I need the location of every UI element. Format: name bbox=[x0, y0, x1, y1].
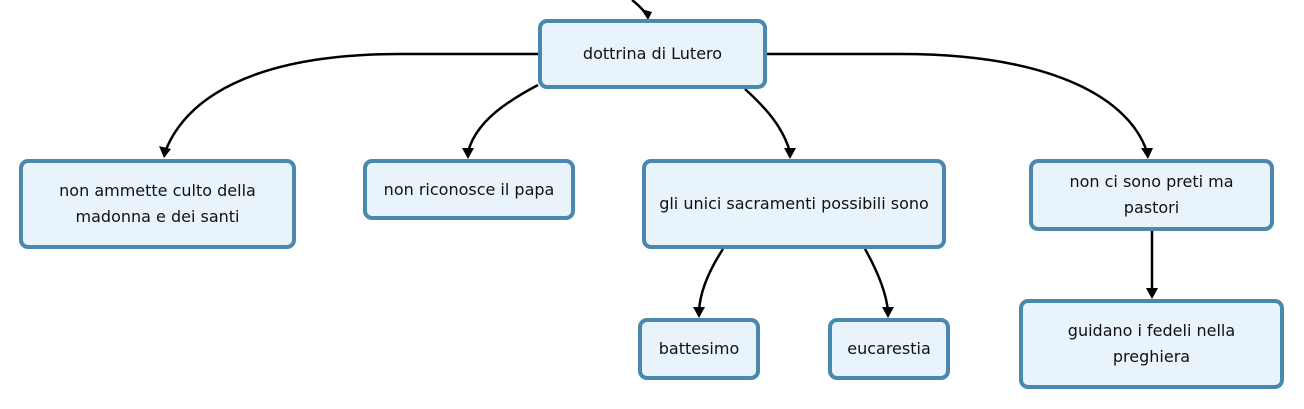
edge-root-culto bbox=[163, 52, 538, 153]
arrowhead-preti-guidano bbox=[1146, 288, 1158, 299]
edge-root-sacramenti bbox=[744, 88, 792, 153]
arrowhead-sacramenti-battesimo bbox=[693, 307, 705, 318]
node-eucarestia[interactable]: eucarestia bbox=[828, 318, 950, 380]
edge-root-papa bbox=[466, 83, 539, 153]
node-non-riconosce-papa[interactable]: non riconosce il papa bbox=[363, 159, 575, 220]
node-label: non ci sono preti ma pastori bbox=[1069, 172, 1234, 217]
node-label: non ammette culto della madonna e dei sa… bbox=[59, 181, 256, 226]
arrowhead-root-sacramenti bbox=[784, 148, 796, 159]
edge-root-preti bbox=[767, 52, 1149, 153]
node-label: gli unici sacramenti possibili sono bbox=[659, 194, 929, 213]
node-sacramenti-possibili[interactable]: gli unici sacramenti possibili sono bbox=[642, 159, 946, 249]
arrowhead-root-papa bbox=[462, 148, 474, 159]
edge-sacramenti-battesimo bbox=[697, 248, 725, 312]
node-culto-madonna-santi[interactable]: non ammette culto della madonna e dei sa… bbox=[19, 159, 296, 249]
node-label: eucarestia bbox=[847, 339, 931, 358]
node-label: battesimo bbox=[658, 339, 740, 358]
arrowhead-root-preti bbox=[1141, 148, 1153, 159]
node-label: dottrina di Lutero bbox=[582, 44, 723, 63]
node-preti-pastori[interactable]: non ci sono preti ma pastori bbox=[1029, 159, 1274, 231]
node-label: non riconosce il papa bbox=[383, 179, 555, 199]
arrowhead-root-culto bbox=[159, 146, 171, 158]
arrowhead-incoming-root bbox=[641, 9, 652, 20]
arrowhead-sacramenti-eucarestia bbox=[882, 307, 894, 318]
node-label: guidano i fedeli nella preghiera bbox=[1067, 321, 1236, 366]
edge-sacramenti-eucarestia bbox=[863, 248, 890, 312]
node-dottrina-di-lutero[interactable]: dottrina di Lutero bbox=[538, 19, 767, 89]
node-guidano-fedeli[interactable]: guidano i fedeli nella preghiera bbox=[1019, 299, 1284, 389]
node-battesimo[interactable]: battesimo bbox=[638, 318, 760, 380]
